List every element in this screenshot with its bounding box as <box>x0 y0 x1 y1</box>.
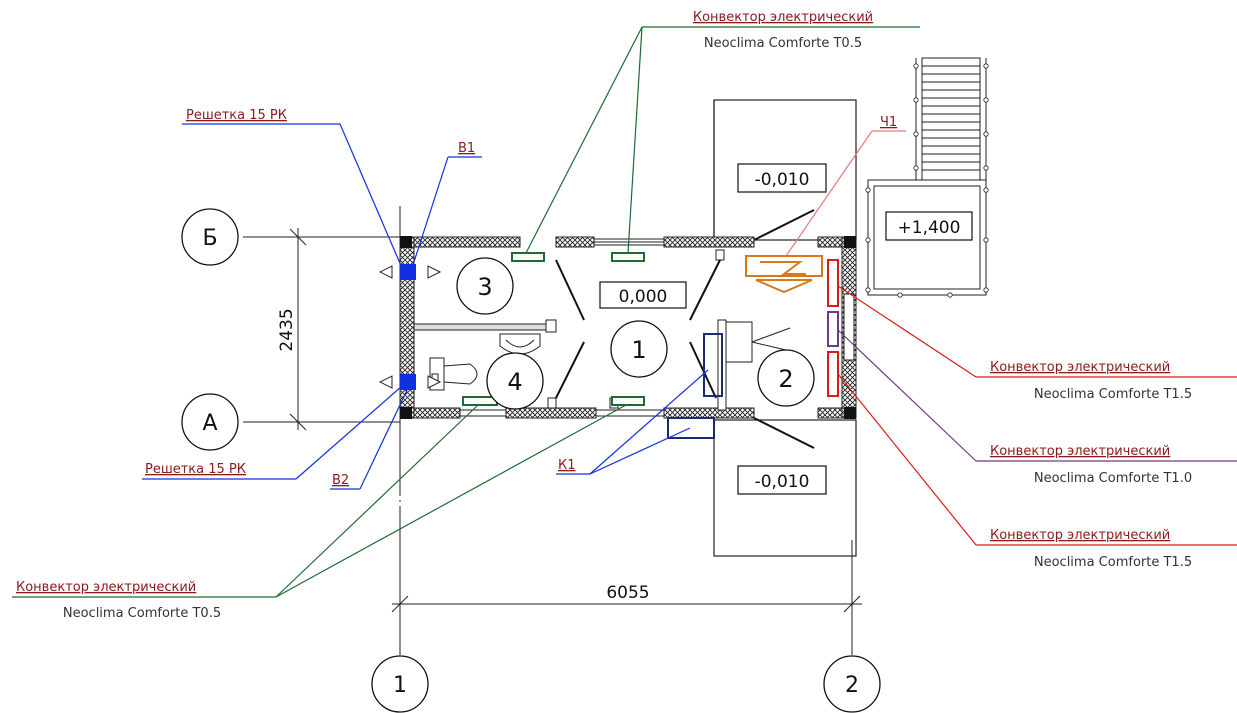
dimension-horizontal <box>391 540 862 613</box>
leaders-green-bottom <box>12 404 627 598</box>
label-ch1: Ч1 <box>880 115 897 130</box>
svg-text:4: 4 <box>507 368 522 396</box>
green-convectors <box>462 252 645 406</box>
door-swings <box>555 209 815 449</box>
svg-text:3: 3 <box>477 273 492 301</box>
level-porch-top: -0,010 <box>737 163 827 193</box>
svg-text:Б: Б <box>202 226 217 251</box>
room-bubble-1: 1 <box>610 320 668 378</box>
porch-top <box>713 99 857 241</box>
room-bubble-3: 3 <box>456 257 514 315</box>
right-convectors <box>827 259 839 397</box>
porch-bottom <box>713 419 857 557</box>
dimension-vertical <box>289 228 307 431</box>
svg-text:2: 2 <box>845 673 859 698</box>
label-right2-1: Конвектор электрический <box>990 444 1170 459</box>
leaders-purple <box>837 329 1237 462</box>
leaders-blue <box>142 123 709 490</box>
sink <box>499 333 541 355</box>
label-grille-bottom: Решетка 15 РК <box>145 462 246 477</box>
level-floor: 0,000 <box>599 281 687 309</box>
svg-text:0,000: 0,000 <box>619 287 668 307</box>
ch1-equipment <box>745 255 823 294</box>
corner-posts <box>400 236 856 419</box>
axis-bubble-b: Б <box>181 208 239 266</box>
label-k1: К1 <box>558 458 576 473</box>
leaders-pink <box>785 130 906 257</box>
label-top-convector-2: Neoclima Comforte T0.5 <box>704 36 862 51</box>
room-bubble-2: 2 <box>757 349 815 407</box>
svg-text:-0,010: -0,010 <box>755 170 810 190</box>
svg-text:-0,010: -0,010 <box>755 472 810 492</box>
label-grille-top: Решетка 15 РК <box>186 108 287 123</box>
label-b1: В1 <box>458 141 475 156</box>
axis-bubble-a: А <box>181 393 239 451</box>
dimension-horizontal-value: 6055 <box>606 583 649 603</box>
label-top-convector-1: Конвектор электрический <box>693 10 873 25</box>
axis-bubble-2: 2 <box>823 655 881 713</box>
label-right3-2: Neoclima Comforte T1.5 <box>1034 555 1192 570</box>
cabinet <box>725 321 791 363</box>
label-bottom-convector-2: Neoclima Comforte T0.5 <box>63 606 221 621</box>
k1-equipment <box>667 333 723 439</box>
label-right1-1: Конвектор электрический <box>990 360 1170 375</box>
svg-text:2: 2 <box>778 365 793 393</box>
svg-text:1: 1 <box>393 673 407 698</box>
label-right3-1: Конвектор электрический <box>990 528 1170 543</box>
level-porch-bottom: -0,010 <box>737 465 827 495</box>
dimension-vertical-value: 2435 <box>277 308 297 351</box>
label-b2: В2 <box>332 473 349 488</box>
svg-text:1: 1 <box>631 336 646 364</box>
label-right2-2: Neoclima Comforte T1.0 <box>1034 471 1192 486</box>
stair <box>867 57 987 296</box>
toilet <box>429 357 478 391</box>
stair-posts <box>865 63 989 298</box>
label-right1-2: Neoclima Comforte T1.5 <box>1034 387 1192 402</box>
leaders-green-top <box>525 26 920 254</box>
svg-text:+1,400: +1,400 <box>898 218 961 238</box>
label-bottom-convector-1: Конвектор электрический <box>16 580 196 595</box>
leaders-red <box>837 285 1237 546</box>
room-bubble-4: 4 <box>486 352 544 410</box>
level-stair: +1,400 <box>885 211 973 241</box>
svg-text:А: А <box>202 411 217 436</box>
axis-bubble-1: 1 <box>371 655 429 713</box>
